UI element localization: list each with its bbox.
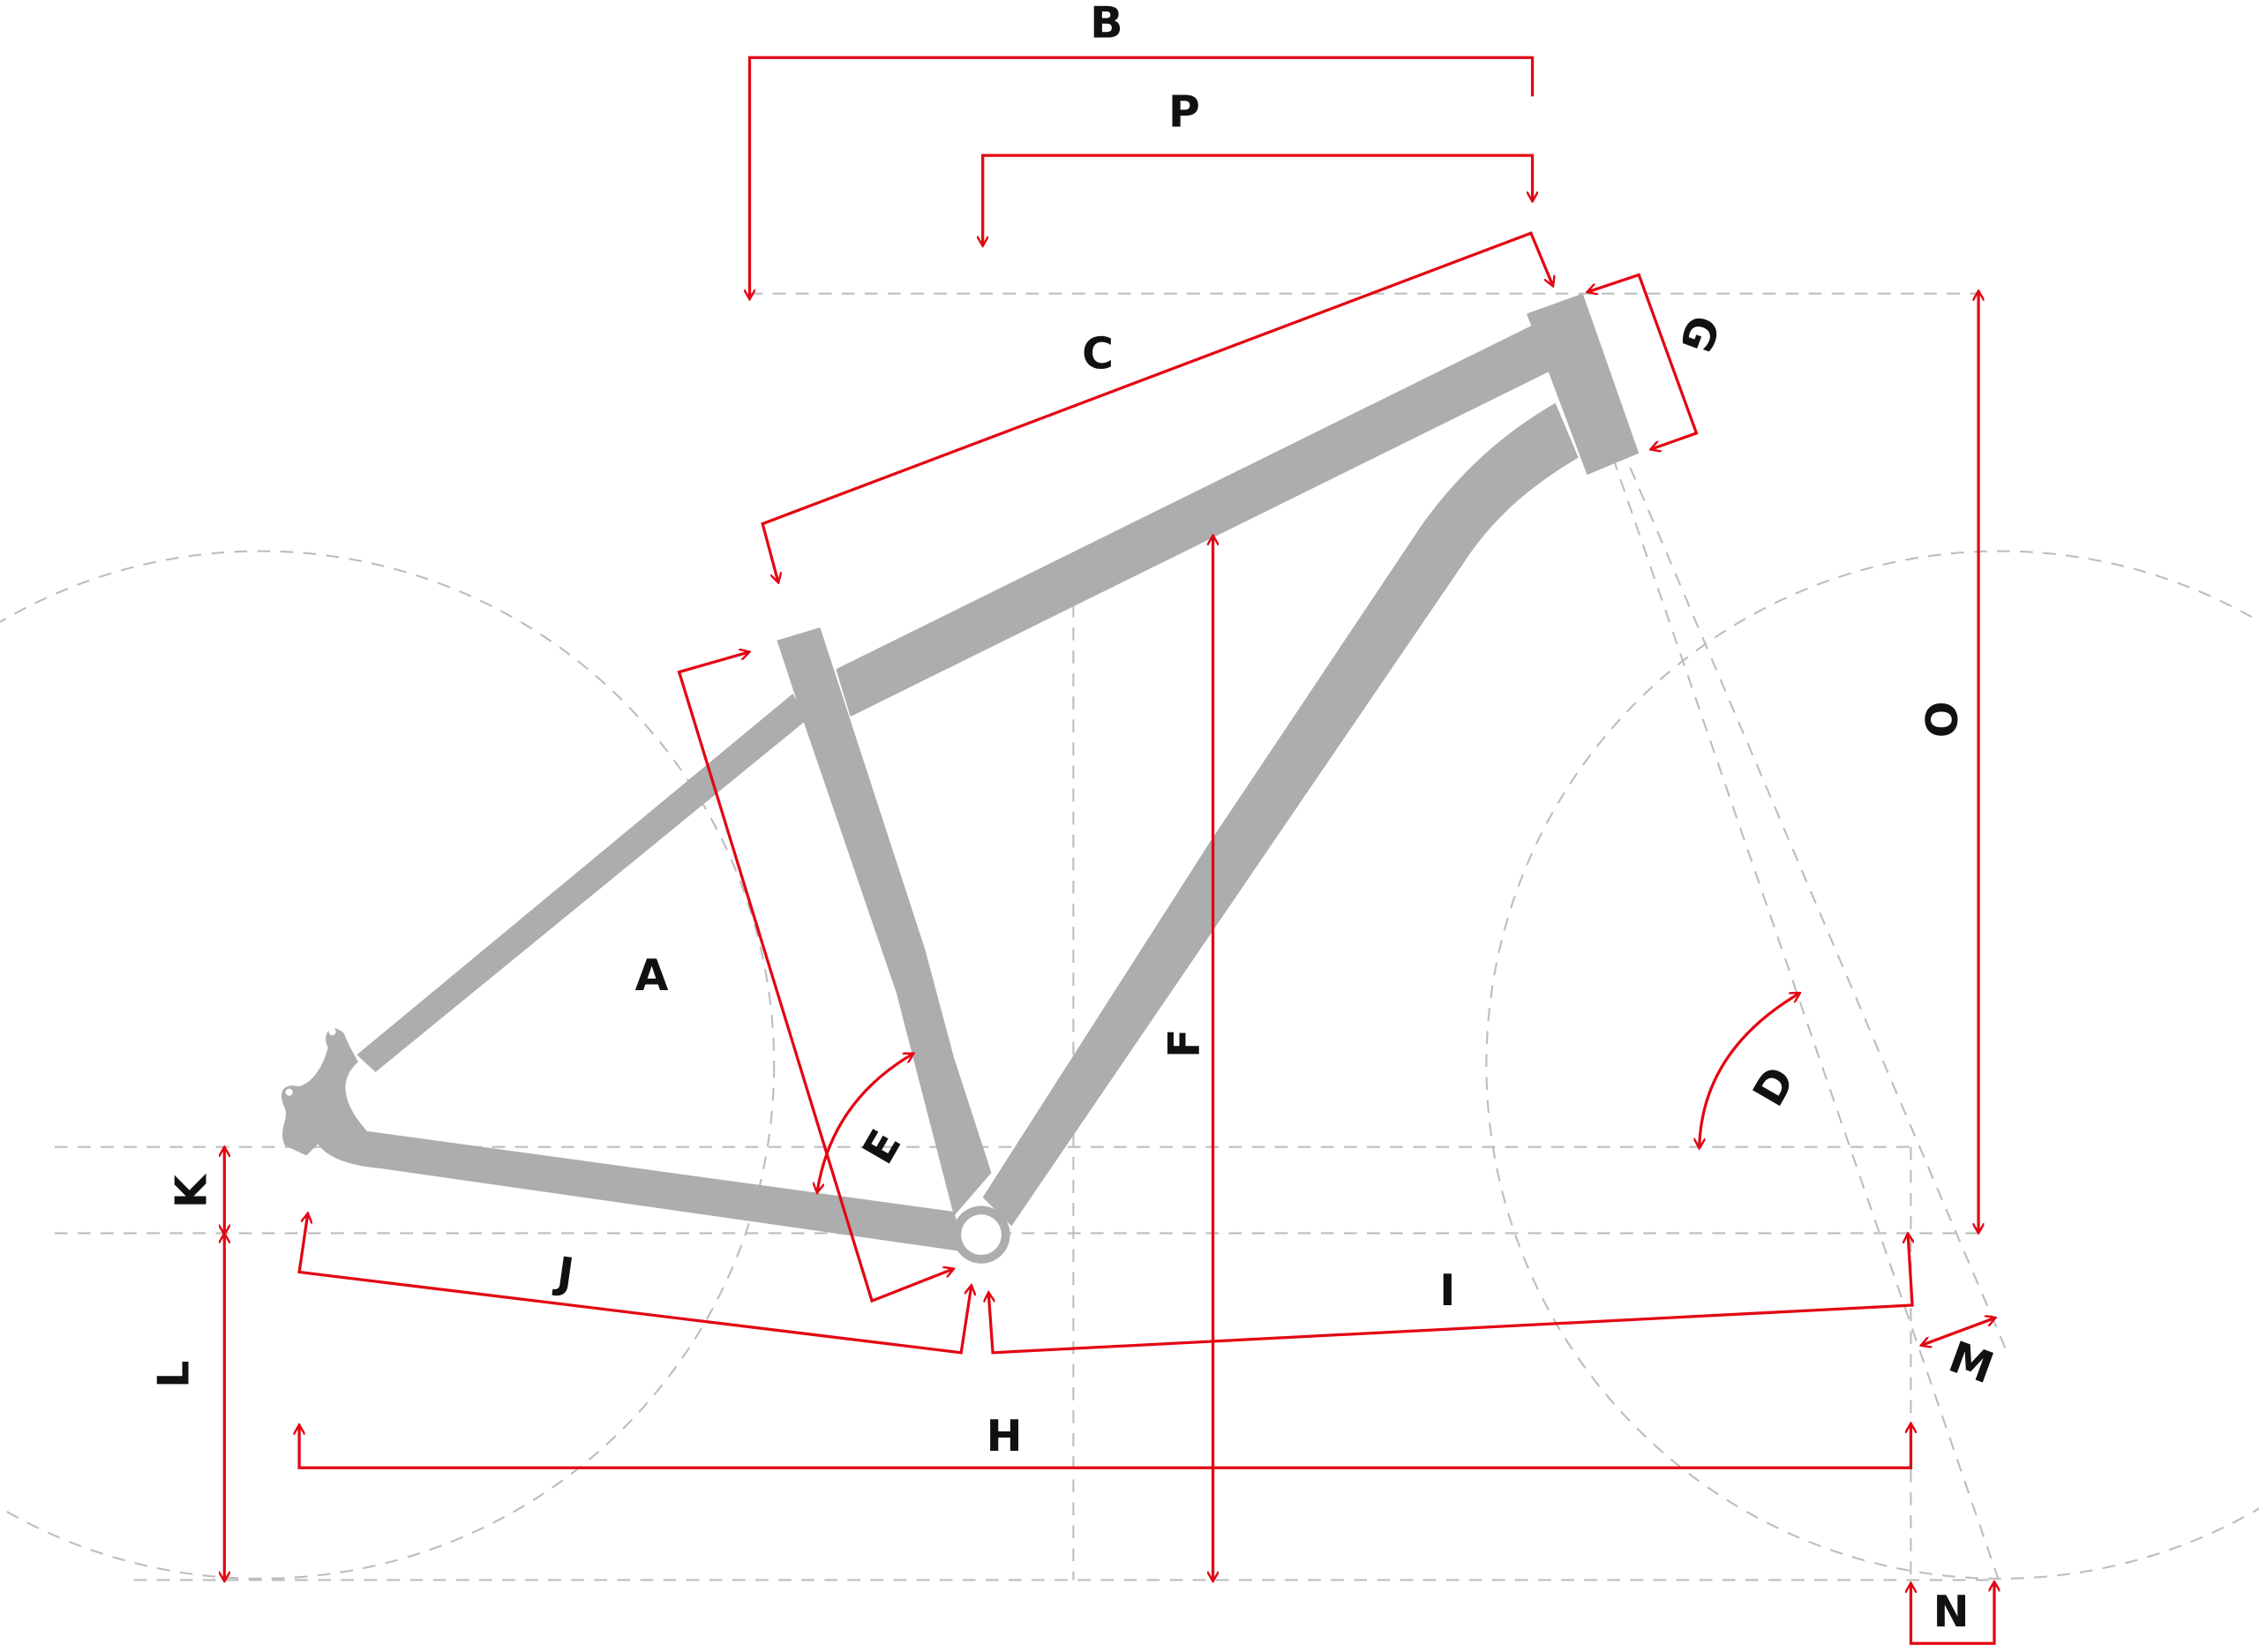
label-K: K <box>166 1173 216 1208</box>
label-P: P <box>1168 87 1200 138</box>
label-L: L <box>149 1361 199 1388</box>
dim-P <box>983 154 1533 244</box>
dim-G <box>1587 273 1699 448</box>
dim-M <box>1921 1318 1994 1346</box>
label-B: B <box>1090 0 1122 49</box>
label-N: N <box>1933 1587 1970 1637</box>
label-O: O <box>1918 702 1968 739</box>
rear-wheel-outline <box>0 550 776 1580</box>
dim-B <box>750 56 1535 297</box>
dim-H <box>299 1424 1910 1469</box>
dropout-hole <box>328 1028 336 1036</box>
dim-N <box>1910 1583 1994 1645</box>
dimension-lines <box>224 56 1994 1645</box>
label-H: H <box>987 1411 1023 1461</box>
seat-tube <box>777 627 992 1216</box>
seat-stay <box>356 693 807 1072</box>
label-I: I <box>1439 1265 1455 1316</box>
label-F: F <box>1159 1029 1209 1058</box>
label-E: E <box>852 1122 911 1172</box>
dim-J <box>297 1213 972 1355</box>
label-G: G <box>1670 309 1729 359</box>
steering-axis-guide <box>1611 457 2000 1581</box>
label-J: J <box>552 1247 577 1299</box>
dim-C <box>761 231 1552 582</box>
dim-D <box>1700 991 1800 1146</box>
dim-I <box>988 1235 1912 1355</box>
label-D: D <box>1744 1058 1805 1115</box>
dim-E <box>817 1052 913 1192</box>
dropout-hole <box>285 1088 293 1096</box>
bottom-bracket-hole <box>961 1214 1002 1255</box>
label-C: C <box>1082 329 1114 379</box>
fork-guide <box>1629 467 2008 1354</box>
dimension-labels: B P C G O A F E D K L J I H M N <box>149 0 2000 1637</box>
front-wheel-outline <box>1485 550 2259 1580</box>
label-M: M <box>1942 1332 2000 1393</box>
down-tube <box>982 402 1579 1227</box>
bike-frame <box>281 293 1640 1264</box>
label-A: A <box>635 950 669 1001</box>
